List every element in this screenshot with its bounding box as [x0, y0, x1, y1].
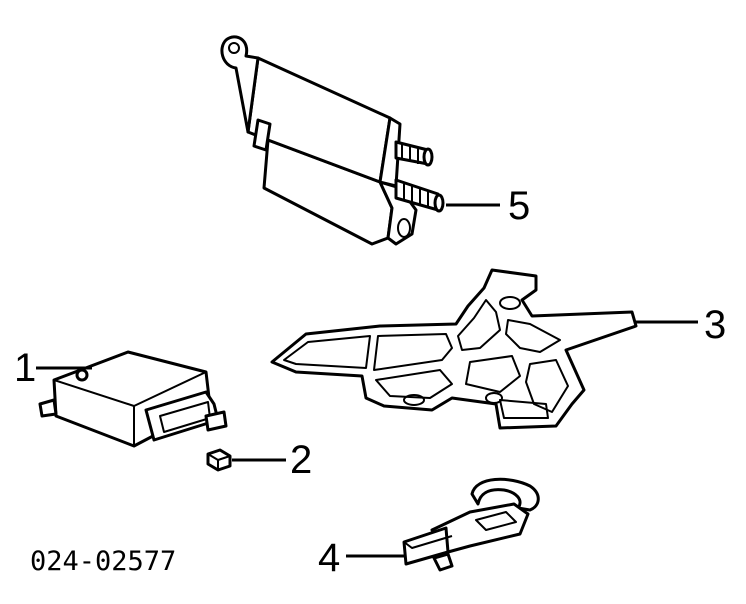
callout-4: 4 — [318, 536, 341, 580]
reference-code: 024-02577 — [30, 546, 177, 577]
sensor-connector-icon — [402, 477, 540, 572]
callout-3: 3 — [704, 303, 727, 347]
seat-bracket-frame-icon — [270, 268, 638, 430]
callout-1: 1 — [14, 346, 37, 390]
callout-5: 5 — [508, 184, 531, 228]
callout-2: 2 — [290, 438, 313, 482]
airbag-module-icon — [220, 35, 445, 246]
nut-icon — [206, 448, 232, 472]
airbag-control-module-icon — [38, 350, 228, 448]
